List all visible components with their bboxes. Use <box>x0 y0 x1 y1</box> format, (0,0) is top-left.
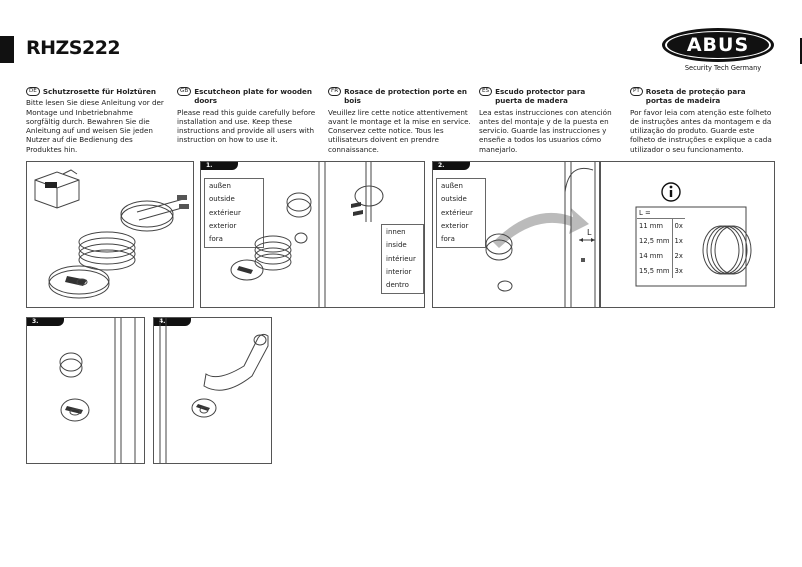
table-row: 11 mm 0x <box>637 218 685 233</box>
panel-length-table: L = 11 mm 0x 12,5 mm 1x 14 mm 2x 15,5 mm… <box>600 161 775 308</box>
table-length: 12,5 mm <box>639 236 670 245</box>
step-2-illustration <box>485 162 596 307</box>
inside-label-de: innen <box>386 228 406 236</box>
package-contents-illustration <box>34 169 190 299</box>
outside-label-de: außen <box>209 182 231 190</box>
table-row: 12,5 mm 1x <box>637 233 685 248</box>
step-number: 4. <box>154 318 191 326</box>
lang-body: Please read this guide carefully before … <box>177 107 316 145</box>
outside-label-en: outside <box>441 195 467 204</box>
step-number: 1. <box>201 162 238 170</box>
abus-logo: ABUS <box>662 28 774 62</box>
outside-label-es: exterior <box>209 221 237 230</box>
panel-step-4: 4. <box>153 317 272 464</box>
table-length: 14 mm <box>639 251 664 260</box>
left-margin-bar <box>0 36 14 63</box>
table-count: 2x <box>671 248 685 263</box>
outside-label-pt: fora <box>209 235 223 244</box>
lang-title: Schutzrosette für Holztüren <box>42 87 156 96</box>
outside-label-box: außen outside extérieur exterior fora <box>436 178 486 249</box>
package-icon <box>34 169 80 209</box>
panel-step-2: 2. außen outside extérieur exterior fora… <box>432 161 600 308</box>
length-marker: L <box>587 228 592 237</box>
table-length: 11 mm <box>639 221 664 230</box>
outside-label-de: außen <box>441 182 463 190</box>
lang-badge: FR <box>328 87 342 96</box>
lang-title: Rosace de protection porte en bois <box>344 87 467 106</box>
table-count: 1x <box>671 233 685 248</box>
length-table-illustration <box>635 182 752 287</box>
step-3-illustration <box>59 318 136 463</box>
table-count: 0x <box>671 218 685 233</box>
brand-tagline: Security Tech Germany <box>684 64 762 72</box>
right-margin-mark <box>800 38 802 64</box>
lang-title: Escutcheon plate for wooden doors <box>194 87 313 106</box>
lang-badge: DE <box>26 87 40 96</box>
step-number: 2. <box>433 162 470 170</box>
inside-label-pt: dentro <box>386 281 409 290</box>
model-number: RHZS222 <box>26 37 121 59</box>
lang-badge: PT <box>630 87 643 96</box>
outside-label-es: exterior <box>441 221 469 230</box>
lang-title: Roseta de proteção para <box>645 87 746 96</box>
lang-title-line2: puerta de madera <box>495 96 568 106</box>
outside-label-en: outside <box>209 195 235 204</box>
panel-step-3: 3. <box>26 317 145 464</box>
lang-title-line2: portas de madeira <box>645 96 721 106</box>
table-header: L = <box>637 208 685 219</box>
inside-label-fr: intérieur <box>386 254 416 263</box>
panel-package-contents <box>26 161 194 308</box>
table-row: 15,5 mm 3x <box>637 263 685 278</box>
inside-label-es: interior <box>386 267 412 276</box>
step-1-illustration <box>230 162 384 307</box>
panel-step-1: 1. außen outside extérieur exterior fora… <box>200 161 425 308</box>
step-number: 3. <box>27 318 64 326</box>
outside-label-fr: extérieur <box>209 208 241 217</box>
outside-label-fr: extérieur <box>441 208 473 217</box>
lang-body: Veuillez lire cette notice attentivement… <box>328 107 471 154</box>
step-4-illustration <box>159 318 269 463</box>
lang-badge: ES <box>479 87 493 96</box>
outside-label-pt: fora <box>441 235 455 244</box>
logo-text: ABUS <box>686 34 750 56</box>
length-table: L = 11 mm 0x 12,5 mm 1x 14 mm 2x 15,5 mm… <box>637 208 685 278</box>
lang-body: Por favor leia com atenção este folheto … <box>630 107 772 154</box>
lang-title: Escudo protector para <box>495 87 586 96</box>
lang-body: Bitte lesen Sie diese Anleitung vor der … <box>26 98 164 154</box>
table-row: 14 mm 2x <box>637 248 685 263</box>
info-icon <box>661 182 681 202</box>
inside-label-en: inside <box>386 241 407 250</box>
table-count: 3x <box>671 263 685 278</box>
lang-body: Lea estas instrucciones con atención ant… <box>479 107 612 154</box>
table-length: 15,5 mm <box>639 266 670 275</box>
outside-label-box: außen outside extérieur exterior fora <box>204 178 264 249</box>
lang-badge: GB <box>177 87 192 96</box>
inside-label-box: innen inside intérieur interior dentro <box>381 224 424 295</box>
